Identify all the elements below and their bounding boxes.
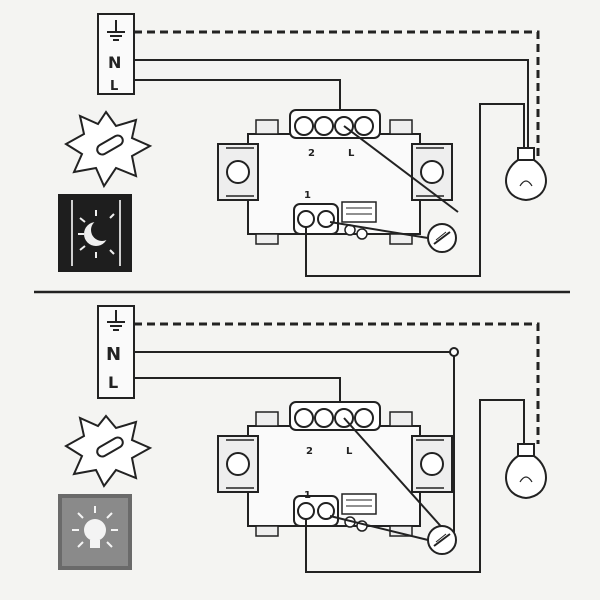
label-neutral: N: [108, 53, 121, 72]
switch-module: [217, 109, 453, 245]
earth-wire: [134, 30, 540, 158]
earth-icon: [107, 310, 125, 331]
wire-junction: [449, 347, 459, 357]
load-wire-return: [305, 103, 525, 277]
push-button-icon: [427, 223, 457, 253]
light-bulb-icon: [505, 147, 547, 202]
label-neutral: N: [106, 344, 121, 365]
terminal-label-1: 1: [304, 190, 311, 201]
label-live: L: [110, 79, 118, 94]
night-moon-icon: [58, 194, 132, 272]
control-wire: [329, 221, 429, 239]
terminal-label-2: 2: [308, 148, 315, 159]
light-bulb-icon: [505, 443, 547, 500]
earth-wire: [134, 322, 540, 444]
load-wire-return: [305, 399, 525, 573]
day-sun-icon: [58, 494, 132, 570]
daylight-sensor-icon: [64, 110, 153, 189]
panel-2: N L 2 L 1: [58, 305, 547, 573]
switch-wire: [343, 417, 447, 533]
control-wire: [329, 515, 429, 541]
live-wire: [134, 377, 341, 404]
panel-1: N L 2 L 1: [58, 13, 547, 277]
terminal-label-2: 2: [306, 446, 313, 457]
terminal-label-L: L: [346, 446, 353, 457]
label-live: L: [108, 373, 118, 392]
terminal-label-1: 1: [304, 490, 311, 501]
terminal-label-L: L: [348, 148, 355, 159]
switch-wire: [343, 125, 459, 213]
daylight-sensor-icon: [64, 414, 153, 488]
earth-icon: [107, 20, 125, 41]
live-wire: [134, 79, 341, 120]
push-button-icon: [427, 525, 457, 555]
switch-module: [217, 401, 453, 537]
neutral-wire: [134, 59, 529, 148]
